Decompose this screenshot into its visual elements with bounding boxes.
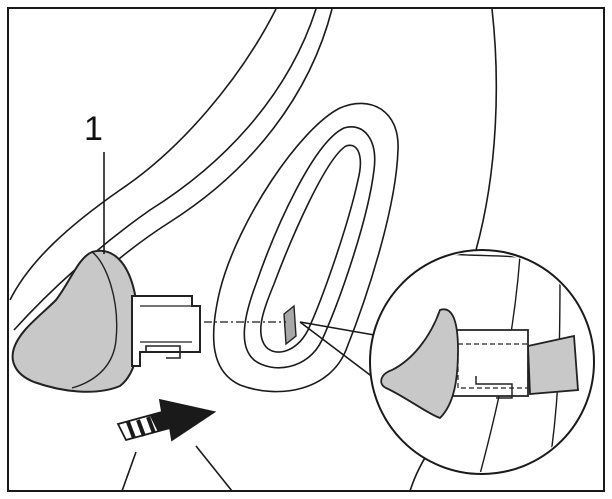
panel-seam-right — [475, 8, 498, 251]
slot-receiver — [283, 304, 297, 346]
panel-edge-outer — [9, 8, 277, 301]
detail-pointer — [299, 321, 381, 379]
panel-edge-inner-1 — [13, 8, 317, 331]
opening-outer — [212, 102, 399, 393]
clip-part — [11, 249, 201, 393]
detail-magnifier — [369, 249, 595, 475]
clip-shank — [131, 295, 201, 367]
striped-arrow-icon — [116, 398, 217, 442]
clip-head-ridge — [71, 251, 118, 389]
opening-middle — [243, 126, 376, 369]
callout-label-1: 1 — [84, 110, 103, 148]
clip-shank-lines — [140, 305, 192, 343]
clip-hook — [145, 345, 181, 359]
panel-opening — [212, 102, 399, 393]
opening-slot — [260, 144, 362, 353]
frame — [7, 7, 605, 492]
clip-head — [11, 249, 140, 393]
